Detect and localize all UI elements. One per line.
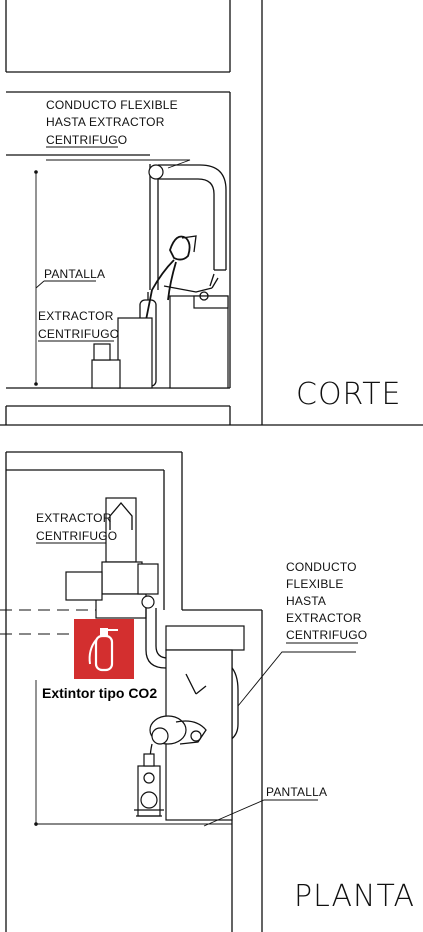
section-title: CORTE — [296, 377, 402, 412]
plan-extractor-label-2: CENTRIFUGO — [36, 529, 117, 543]
section-extractor-label-2: CENTRIFUGO — [38, 327, 119, 341]
plan-duct-label-1: CONDUCTO — [286, 560, 357, 574]
section-duct-label-3: CENTRIFUGO — [46, 133, 127, 147]
plan-view: Extintor tipo CO2 EXTRACTOR CENTRIFUGO C… — [0, 451, 415, 932]
extinguisher-label: Extintor tipo CO2 — [42, 685, 157, 701]
plan-screen-label: PANTALLA — [266, 785, 327, 799]
plan-title: PLANTA — [294, 879, 415, 914]
section-extractor-label-1: EXTRACTOR — [38, 309, 114, 323]
plan-duct-label-3: HASTA — [286, 594, 326, 608]
plan-duct-label-5: CENTRIFUGO — [286, 628, 367, 642]
plan-extractor-label-1: EXTRACTOR — [36, 511, 112, 525]
section-screen-label: PANTALLA — [44, 267, 105, 281]
fire-extinguisher-icon — [88, 628, 118, 672]
plan-duct-label-4: EXTRACTOR — [286, 611, 362, 625]
section-view: CONDUCTO FLEXIBLE HASTA EXTRACTOR CENTRI… — [0, 0, 423, 426]
up-arrow-icon — [109, 501, 133, 530]
plan-duct-label-2: FLEXIBLE — [286, 577, 344, 591]
section-duct-label-1: CONDUCTO FLEXIBLE — [46, 98, 178, 112]
fire-extinguisher-sign — [74, 619, 134, 679]
section-duct-label-2: HASTA EXTRACTOR — [46, 115, 165, 129]
